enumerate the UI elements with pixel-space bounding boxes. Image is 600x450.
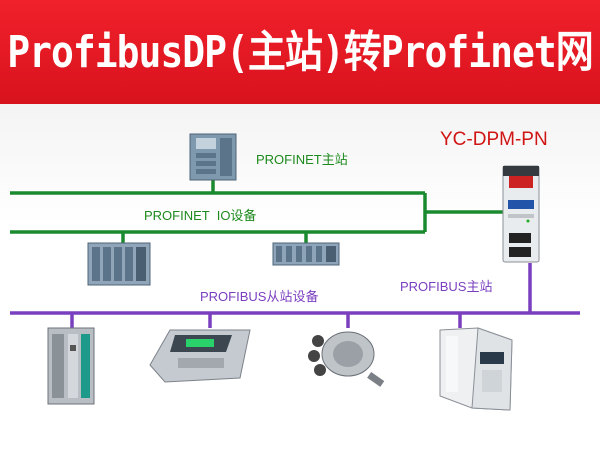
profibus-bus — [10, 263, 580, 328]
gateway-model-label: YC-DPM-PN — [440, 129, 548, 150]
weighing-indicator-icon — [149, 329, 251, 383]
profinet-bus — [10, 180, 505, 243]
io-module-icon — [272, 242, 340, 266]
label-profinet-io-devices: PROFINET IO设备 — [144, 208, 256, 223]
frequency-inverter-icon — [439, 327, 513, 411]
label-profibus-master: PROFIBUS主站 — [400, 279, 492, 294]
label-profinet-master: PROFINET主站 — [256, 152, 348, 167]
gateway-device-icon — [502, 165, 540, 263]
page-title: ProfibusDP(主站)转Profinet网关 — [7, 26, 594, 197]
remote-io-icon — [87, 242, 151, 286]
plc-master-icon — [189, 133, 237, 181]
label-profibus-slave-devices: PROFIBUS从站设备 — [200, 289, 318, 304]
title-banner: ProfibusDP(主站)转Profinet网关 — [0, 0, 600, 197]
modular-plc-icon — [47, 327, 95, 405]
rotary-encoder-icon — [308, 331, 385, 387]
